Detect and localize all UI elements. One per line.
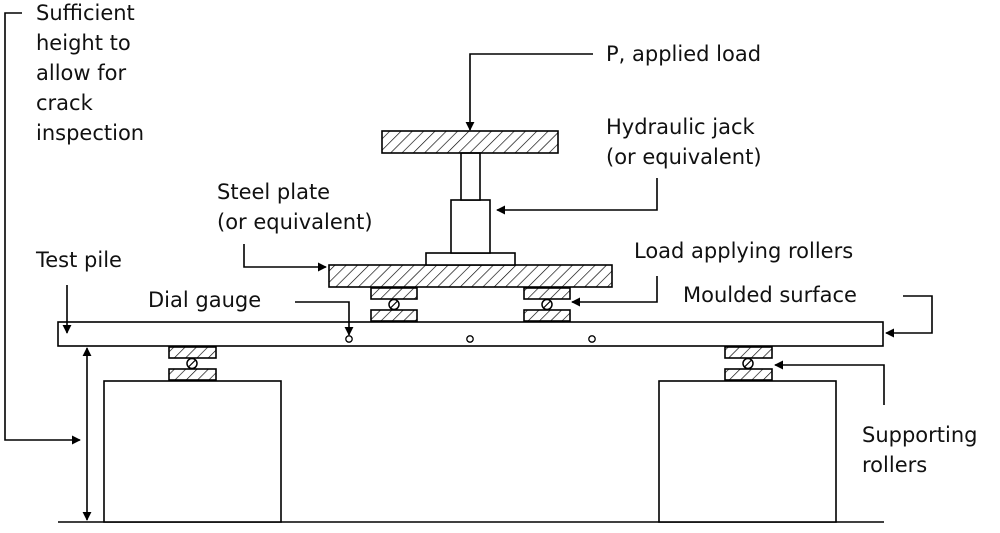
jack-leader-arrow	[496, 178, 658, 215]
left-supporting-roller	[168, 346, 217, 381]
moulded-surface-label: Moulded surface	[683, 283, 857, 307]
supporting-rollers-leader-arrow	[774, 360, 885, 405]
gauge-point-3	[588, 335, 596, 343]
steel-plate-leader-arrow	[243, 244, 327, 272]
steel-plate-label: Steel plate (or equivalent)	[217, 180, 373, 234]
hydraulic-jack	[381, 130, 559, 266]
applied-load-arrow	[465, 53, 593, 131]
sufficient-height-label: Sufficient height to allow for crack ins…	[36, 1, 144, 145]
steel-plate	[328, 264, 613, 288]
hydraulic-jack-label: Hydraulic jack (or equivalent)	[606, 115, 762, 169]
left-support-block	[103, 380, 282, 523]
test-pile-label: Test pile	[35, 248, 122, 272]
dial-gauge-label: Dial gauge	[148, 288, 261, 312]
moulded-surface-leader-arrow	[885, 295, 933, 338]
load-applying-rollers-label: Load applying rollers	[634, 239, 853, 263]
height-leader-line	[4, 12, 81, 445]
right-support-block	[658, 380, 837, 523]
applied-load-label: P, applied load	[606, 42, 761, 66]
dial-gauge-leader-arrow	[295, 301, 354, 336]
right-load-roller	[523, 287, 571, 322]
load-rollers-leader-arrow	[571, 276, 658, 307]
supporting-rollers-label: Supporting rollers	[862, 423, 984, 477]
right-supporting-roller	[724, 346, 773, 381]
dial-gauge-point	[345, 335, 353, 343]
gauge-point-2	[466, 335, 474, 343]
left-load-roller	[370, 287, 418, 322]
